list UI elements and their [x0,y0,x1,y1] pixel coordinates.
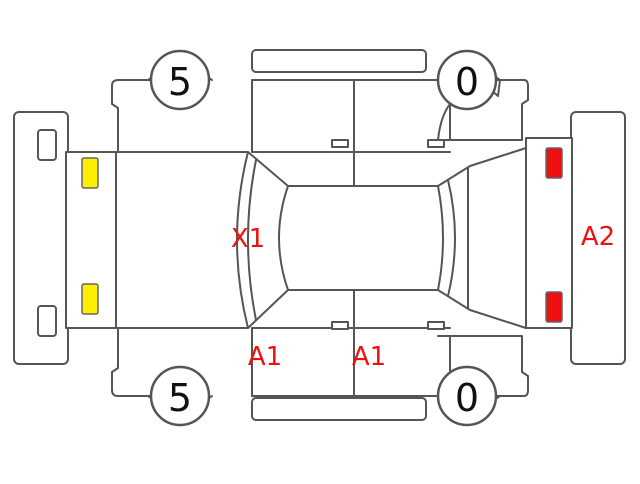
side-view-top [111,67,529,187]
headlight-top [81,157,99,189]
front-bumper [13,111,69,365]
damage-code-windshield: X1 [231,224,265,254]
tire-value-rear-right: 0 [455,376,479,420]
headlight-bottom [81,283,99,315]
tire-value-front-right: 5 [168,376,192,420]
roof-edge-bottom [251,397,427,421]
tire-value-rear-left: 0 [455,60,479,104]
taillight-top [545,147,563,179]
wheel-front-left: 5 [149,49,211,111]
tire-value-front-left: 5 [168,60,192,104]
taillight-bottom [545,291,563,323]
wheel-rear-right: 0 [436,365,498,427]
damage-code-rear-right-door: A1 [352,342,386,372]
roof-edge-top [251,49,427,73]
damage-code-front-right-door: A1 [248,342,282,372]
wheel-rear-left: 0 [436,49,498,111]
wheel-front-right: 5 [149,365,211,427]
damage-code-rear-bumper: A2 [581,222,615,252]
top-view-body [65,137,573,329]
